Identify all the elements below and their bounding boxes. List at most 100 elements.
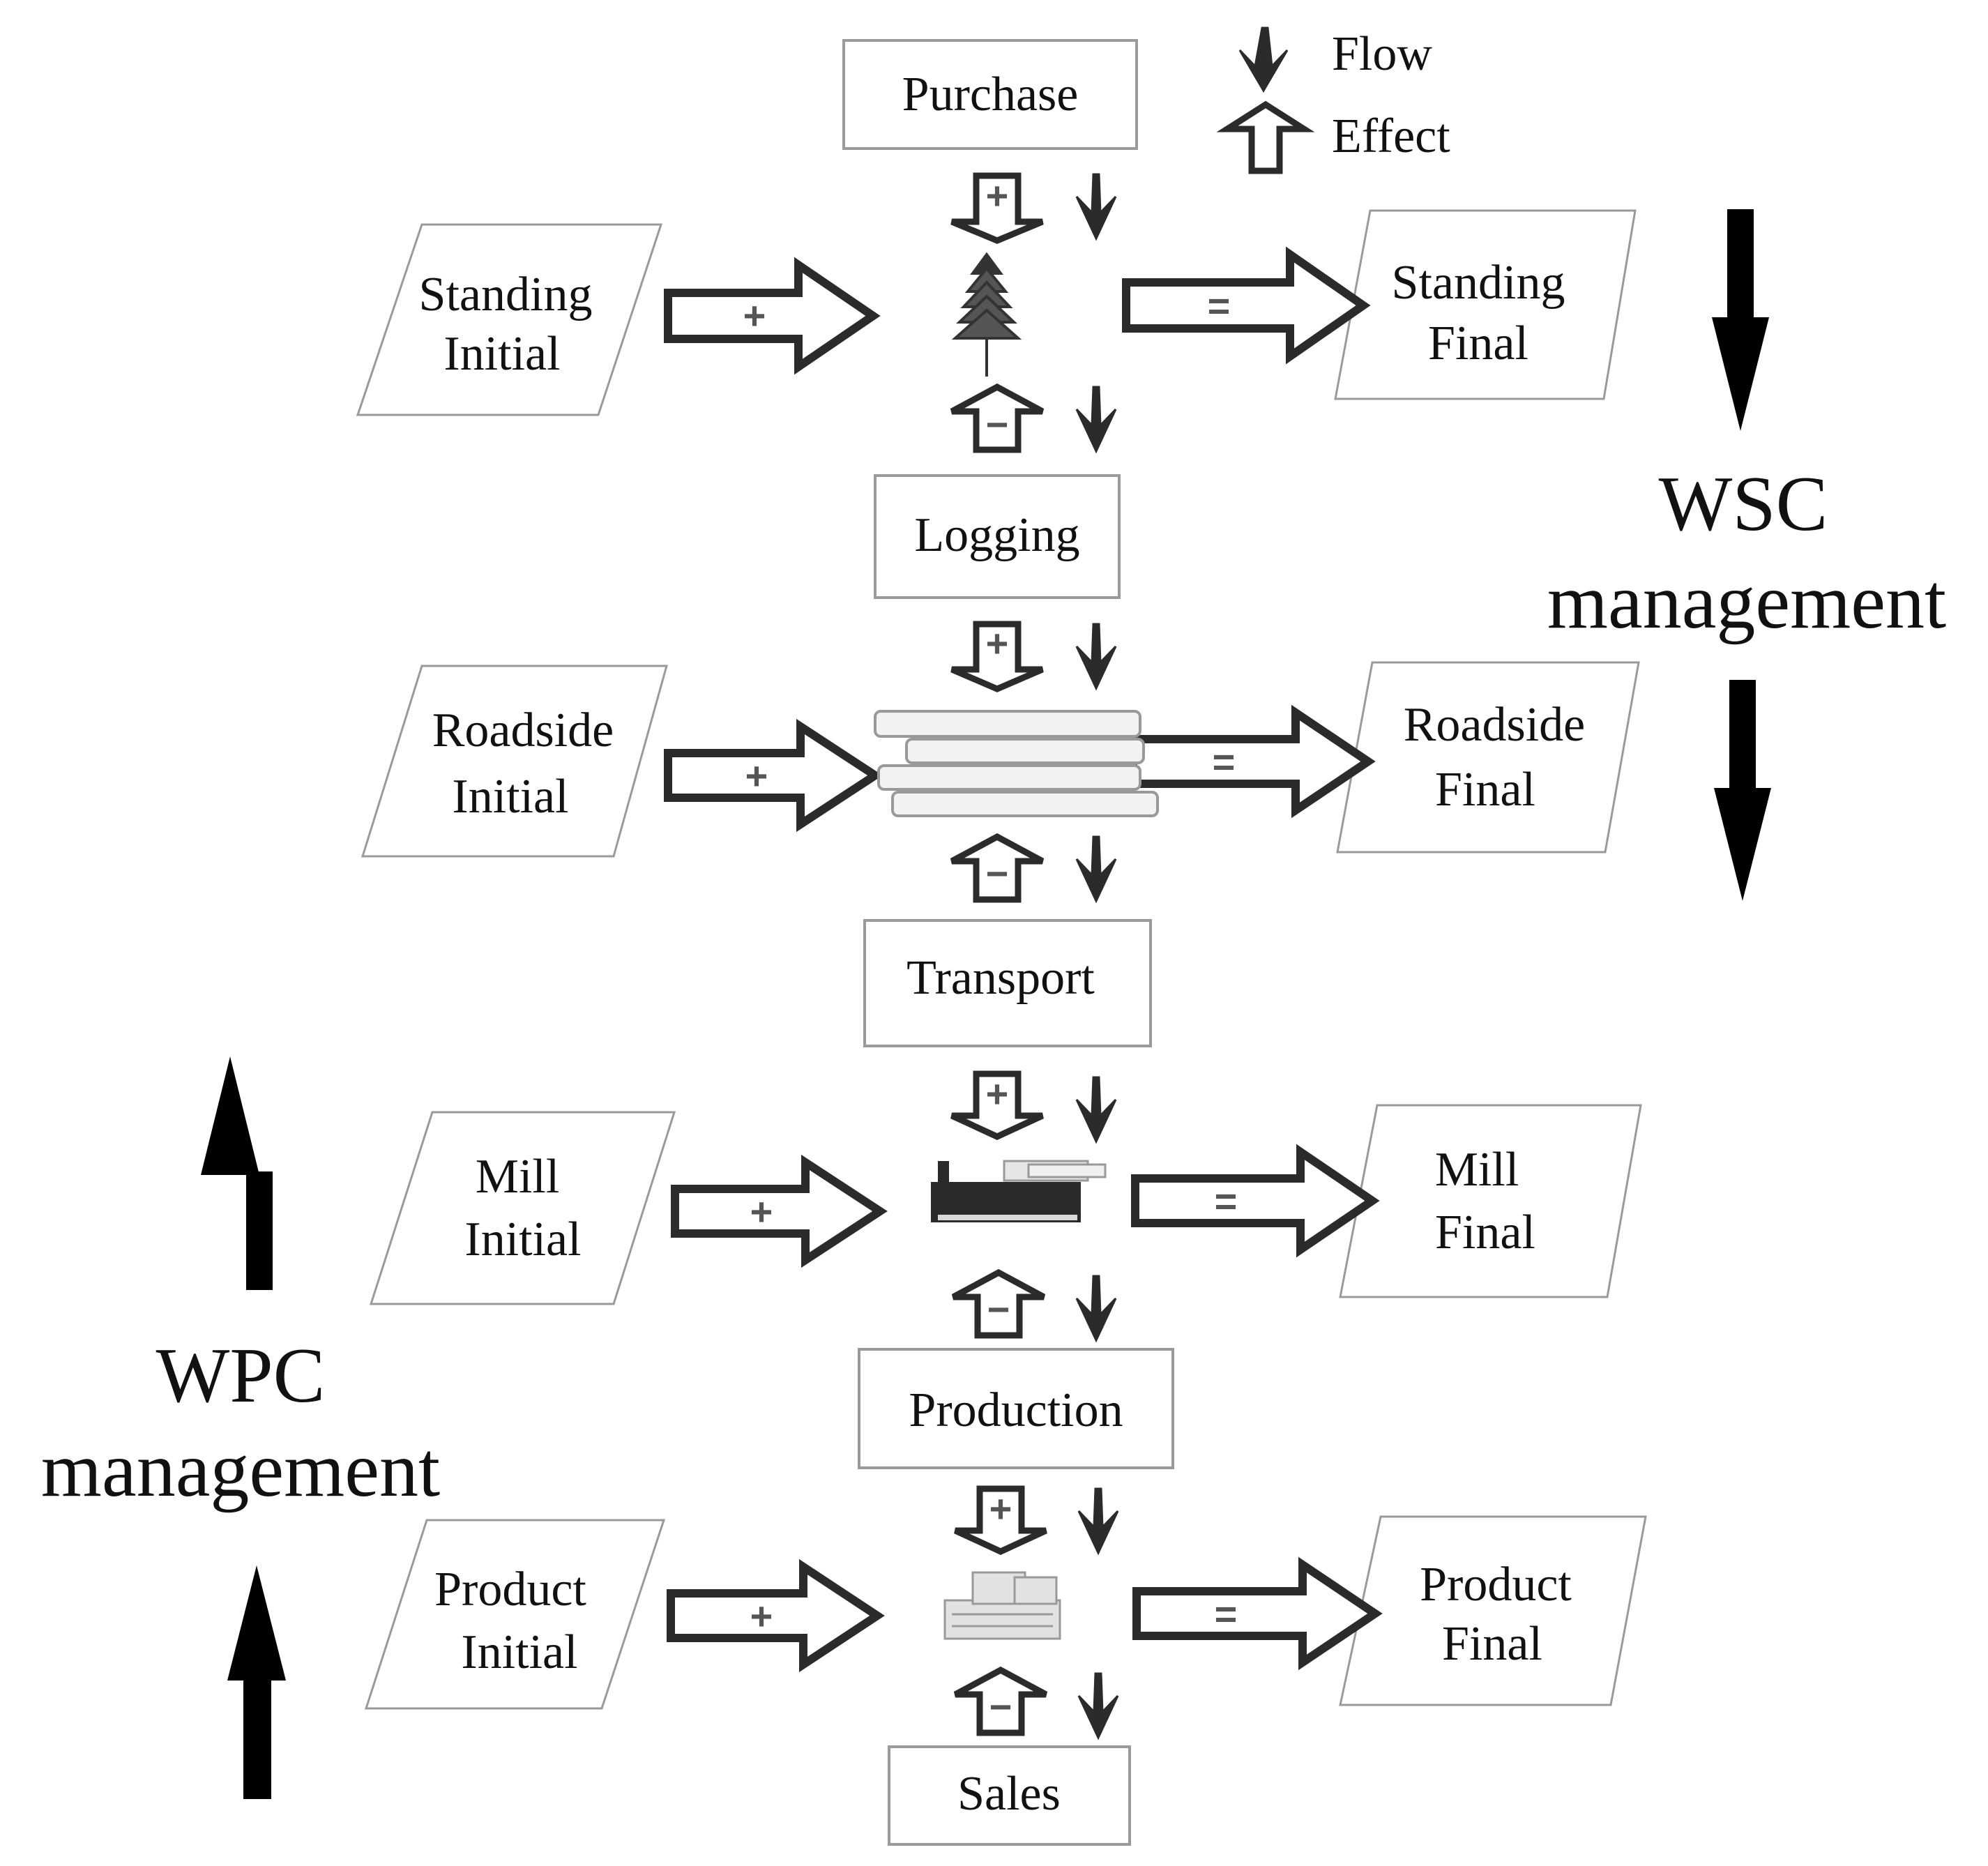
legend-flow-label: Flow bbox=[1332, 27, 1432, 81]
effect-sign-product-in: + bbox=[989, 1487, 1012, 1531]
wpc-management: WPC management bbox=[41, 1056, 440, 1799]
process-transport: Transport bbox=[863, 919, 1152, 1047]
wpc-label-line2: management bbox=[41, 1427, 440, 1513]
effect-arrow-sales-product: − bbox=[953, 1666, 1048, 1736]
arrow-roadside-into: + bbox=[664, 718, 883, 833]
effect-arrow-transport-mill: + bbox=[950, 1070, 1044, 1140]
flow-arrow-icon bbox=[1077, 1672, 1119, 1740]
legend-effect-arrow-icon bbox=[1216, 100, 1315, 174]
stage-product-initial: Product Initial bbox=[364, 1519, 666, 1710]
arrow-standing-out: = bbox=[1122, 246, 1371, 365]
standing-initial-line2: Initial bbox=[443, 327, 560, 381]
sawmill-icon bbox=[931, 1160, 1107, 1222]
standing-final-line2: Final bbox=[1428, 317, 1528, 370]
process-purchase-label: Purchase bbox=[902, 68, 1079, 121]
product-out-sign: = bbox=[1215, 1592, 1238, 1636]
flow-arrow-icon bbox=[1075, 173, 1117, 241]
arrow-mill-out: = bbox=[1131, 1144, 1380, 1258]
product-initial-line2: Initial bbox=[461, 1625, 577, 1679]
flow-arrow-icon bbox=[1075, 1076, 1117, 1144]
product-final-line2: Final bbox=[1442, 1617, 1542, 1671]
stage-roadside-initial: Roadside Initial bbox=[361, 665, 668, 858]
mill-final-line1: Mill bbox=[1435, 1143, 1519, 1197]
effect-arrow-purchase-standing: + bbox=[950, 172, 1044, 244]
roadside-final-line1: Roadside bbox=[1404, 698, 1586, 752]
effect-sign-product-out: − bbox=[989, 1685, 1012, 1729]
wsc-management: WSC management bbox=[1547, 209, 1946, 901]
product-initial-line1: Product bbox=[434, 1563, 586, 1616]
mill-final-line2: Final bbox=[1435, 1206, 1535, 1259]
effect-sign-roadside-in: + bbox=[986, 621, 1009, 665]
arrow-product-into: + bbox=[667, 1558, 885, 1673]
wpc-label-line1: WPC bbox=[156, 1333, 326, 1419]
roadside-initial-line2: Initial bbox=[452, 770, 568, 824]
mill-into-sign: + bbox=[750, 1190, 773, 1234]
stage-standing-final: Standing Final bbox=[1334, 209, 1637, 400]
arrow-roadside-out: = bbox=[1129, 704, 1376, 819]
wsc-label-line2: management bbox=[1547, 559, 1946, 645]
product-final-line1: Product bbox=[1420, 1558, 1572, 1611]
tree-icon bbox=[951, 252, 1022, 377]
roadside-final-line2: Final bbox=[1435, 763, 1535, 817]
standing-final-line1: Standing bbox=[1392, 256, 1565, 310]
flow-arrow-icon bbox=[1075, 386, 1117, 454]
mill-out-sign: = bbox=[1215, 1179, 1238, 1223]
effect-sign-roadside-out: − bbox=[986, 851, 1009, 895]
wsc-arrow-top-shaft bbox=[1727, 209, 1754, 321]
process-logging: Logging bbox=[874, 474, 1121, 599]
wsc-arrow-bottom-head-icon bbox=[1714, 788, 1771, 901]
process-sales-label: Sales bbox=[957, 1767, 1061, 1821]
process-sales: Sales bbox=[888, 1745, 1131, 1846]
stage-mill-final: Mill Final bbox=[1339, 1104, 1642, 1298]
wpc-arrow-bottom-head-icon bbox=[227, 1565, 286, 1681]
standing-initial-line1: Standing bbox=[419, 268, 593, 321]
roadside-into-sign: + bbox=[745, 754, 768, 798]
flow-arrow-icon bbox=[1077, 1487, 1119, 1556]
mill-initial-line2: Initial bbox=[464, 1213, 581, 1266]
arrow-standing-into: + bbox=[664, 257, 881, 375]
arrow-mill-into: + bbox=[671, 1154, 888, 1268]
effect-arrow-production-product: + bbox=[954, 1485, 1047, 1555]
mill-initial-line1: Mill bbox=[476, 1150, 560, 1204]
wpc-arrow-top-shaft bbox=[246, 1171, 273, 1290]
process-purchase: Purchase bbox=[842, 39, 1138, 150]
legend: Flow Effect bbox=[1216, 26, 1450, 174]
stage-product-final: Product Final bbox=[1339, 1515, 1647, 1706]
roadside-out-sign: = bbox=[1213, 740, 1236, 784]
effect-sign-standing-in: + bbox=[986, 174, 1009, 218]
effect-arrow-transport-roadside: − bbox=[950, 833, 1045, 903]
arrow-product-out: = bbox=[1132, 1556, 1383, 1671]
wsc-arrow-bottom-shaft bbox=[1729, 680, 1756, 791]
process-logging-label: Logging bbox=[914, 508, 1079, 562]
flow-arrow-icon bbox=[1075, 835, 1117, 904]
process-production: Production bbox=[858, 1348, 1174, 1469]
flow-arrow-icon bbox=[1075, 623, 1117, 691]
legend-flow-arrow-icon bbox=[1238, 26, 1289, 93]
process-production-label: Production bbox=[909, 1383, 1123, 1437]
effect-sign-standing-out: − bbox=[986, 402, 1009, 446]
wsc-arrow-top-head-icon bbox=[1712, 317, 1769, 431]
stage-mill-initial: Mill Initial bbox=[369, 1111, 676, 1305]
wsc-label-line1: WSC bbox=[1659, 461, 1828, 547]
standing-into-sign: + bbox=[743, 294, 766, 337]
effect-arrow-production-mill: − bbox=[951, 1268, 1046, 1339]
product-into-sign: + bbox=[750, 1594, 773, 1638]
process-transport-label: Transport bbox=[906, 951, 1095, 1005]
effect-sign-mill-in: + bbox=[986, 1072, 1009, 1116]
flow-arrows bbox=[1075, 173, 1119, 1740]
standing-out-sign: = bbox=[1208, 284, 1231, 328]
effect-arrow-logging-standing: − bbox=[950, 383, 1045, 453]
flow-arrow-icon bbox=[1075, 1275, 1117, 1343]
wpc-arrow-top-head-icon bbox=[201, 1056, 259, 1175]
effect-sign-mill-out: − bbox=[987, 1287, 1010, 1331]
stage-standing-initial: Standing Initial bbox=[356, 223, 663, 416]
lumber-stack-icon bbox=[943, 1571, 1061, 1640]
legend-effect-label: Effect bbox=[1332, 109, 1450, 163]
wpc-arrow-bottom-shaft bbox=[243, 1677, 271, 1799]
effect-arrow-logging-roadside: + bbox=[950, 621, 1044, 692]
roadside-initial-line1: Roadside bbox=[432, 704, 614, 757]
stage-roadside-final: Roadside Final bbox=[1336, 661, 1640, 854]
log-pile-icon bbox=[874, 710, 1159, 817]
